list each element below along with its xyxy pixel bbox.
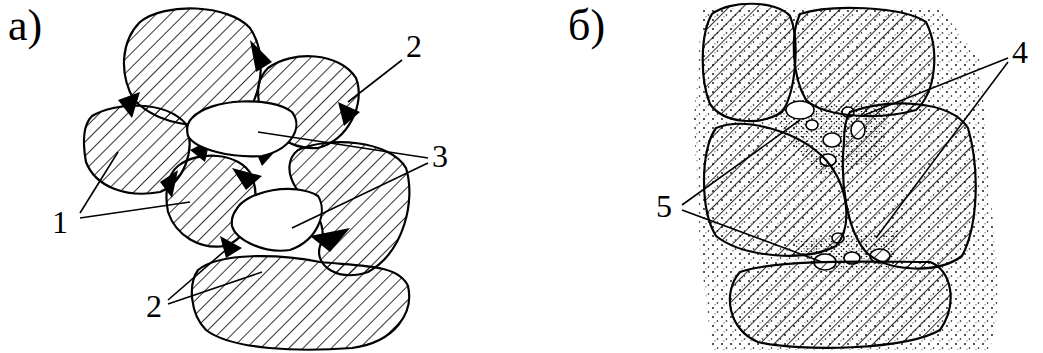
panel-letter: а)	[8, 4, 42, 48]
callout-number: 2	[146, 290, 162, 322]
panel-letter: б)	[568, 4, 605, 48]
callout-number: 4	[1012, 36, 1028, 68]
callout-number: 2	[406, 30, 422, 62]
callout-number: 3	[432, 140, 448, 172]
callout-number: 1	[52, 206, 68, 238]
callout-number: 5	[656, 190, 672, 222]
